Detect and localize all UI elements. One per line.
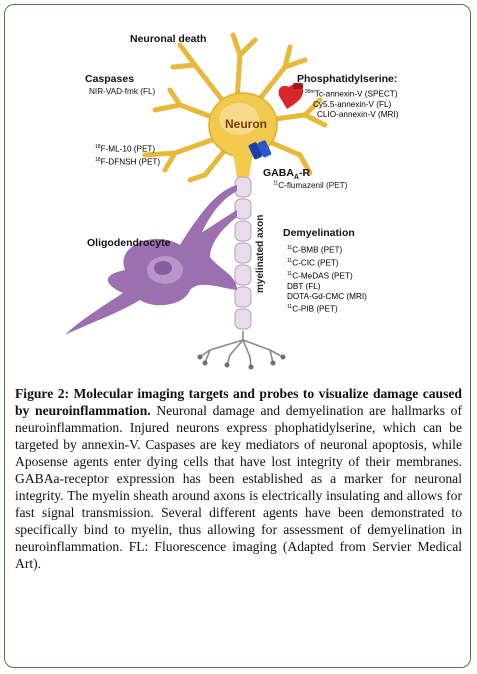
gabaa-receptor-icon [248,140,272,160]
annexin-probe-2: Cy5.5-annexin-V (FL) [313,99,392,109]
apoptosis-probe-2: 18F-DFNSH (PET) [95,156,161,167]
caspases-probe: NIR-VAD-fmk (FL) [89,87,156,96]
caption-body: Neuronal damage and demyelination are ha… [15,403,462,571]
gabaa-probe: 11C-flumazenil (PET) [273,180,348,190]
demyelination-title: Demyelination [283,227,355,239]
figure-frame: Neuronal death Neuron Caspases NIR-VAD-f… [4,4,471,668]
phosphatidylserine-probes: 99mTc-annexin-V (SPECT) Cy5.5-annexin-V … [305,89,399,120]
caspases-title: Caspases [85,73,135,85]
gabaa-title: GABAA-R [263,167,311,182]
terminal-boutons [197,354,286,370]
figure-illustration: Neuronal death Neuron Caspases NIR-VAD-f… [5,5,470,380]
dendrites [142,32,328,183]
demyelination-probe-dota: DOTA-Gd-CMC (MRI) [287,292,367,302]
myelinated-axon-label: myelinated axon [255,214,266,293]
figure-caption: Figure 2: Molecular imaging targets and … [15,385,462,572]
demyelination-probe-dbt: DBT (FL) [287,281,321,291]
neuron-nucleus [219,103,259,135]
annexin-v-icon [278,83,304,109]
phosphatidylserine-title: Phosphatidylserine: [297,73,398,85]
apoptosis-probes: 18F-ML-10 (PET) 18F-DFNSH (PET) [95,142,160,168]
axon-terminals [199,331,284,368]
myelin-sheath [234,176,252,330]
caption-heading: Figure 2: Molecular imaging targets and … [15,386,462,418]
annexin-probe-3: CLIO-annexin-V (MRI) [317,110,399,120]
neuron-diagram [65,32,328,370]
neuronal-death-label: Neuronal death [130,33,207,45]
neuron-label: Neuron [225,117,267,131]
apoptosis-probe-1: 18F-ML-10 (PET) [95,144,156,154]
demyelination-probes: 11C-BMB (PET) 11C-CIC (PET) 11C-MeDAS (P… [287,245,367,314]
axon-hillock [233,153,253,177]
oligodendrocyte-label: Oligodendrocyte [87,237,171,249]
oligodendrocyte-cell [65,185,237,335]
